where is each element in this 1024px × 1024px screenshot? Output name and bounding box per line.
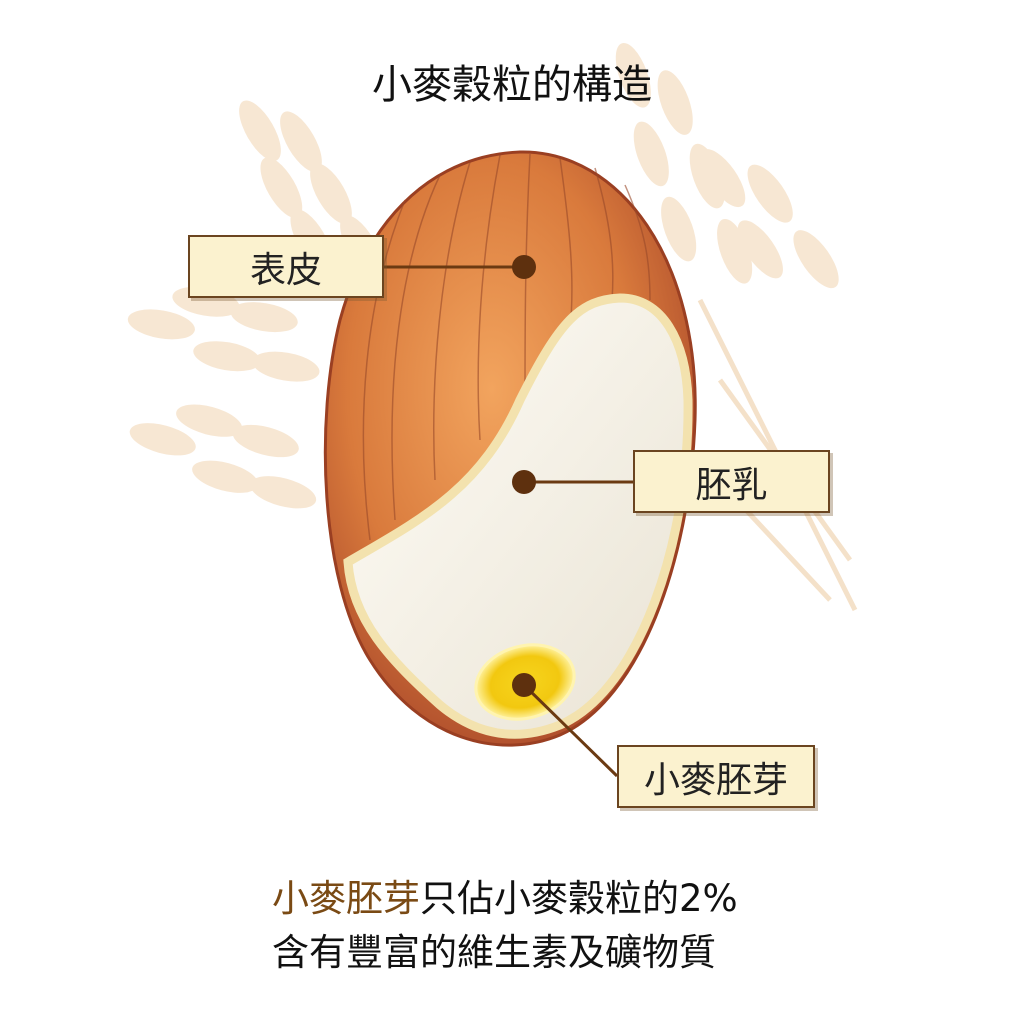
caption-rest: 只佔小麥穀粒的2% bbox=[420, 877, 738, 920]
germ-marker bbox=[512, 673, 536, 697]
label-bran: 表皮 bbox=[188, 235, 384, 298]
diagram-title: 小麥穀粒的構造 bbox=[372, 62, 652, 108]
leader-lines bbox=[384, 265, 633, 778]
bran-marker bbox=[512, 255, 536, 279]
bran-ridges bbox=[362, 153, 651, 541]
endosperm-marker bbox=[512, 470, 536, 494]
endosperm-layer bbox=[343, 293, 693, 739]
caption-line-1: 小麥胚芽只佔小麥穀粒的2% bbox=[272, 868, 738, 922]
caption-highlight: 小麥胚芽 bbox=[272, 877, 420, 920]
caption-line-2: 含有豐富的維生素及礦物質 bbox=[272, 931, 716, 974]
label-endosperm: 胚乳 bbox=[633, 450, 830, 513]
label-germ: 小麥胚芽 bbox=[617, 745, 815, 808]
